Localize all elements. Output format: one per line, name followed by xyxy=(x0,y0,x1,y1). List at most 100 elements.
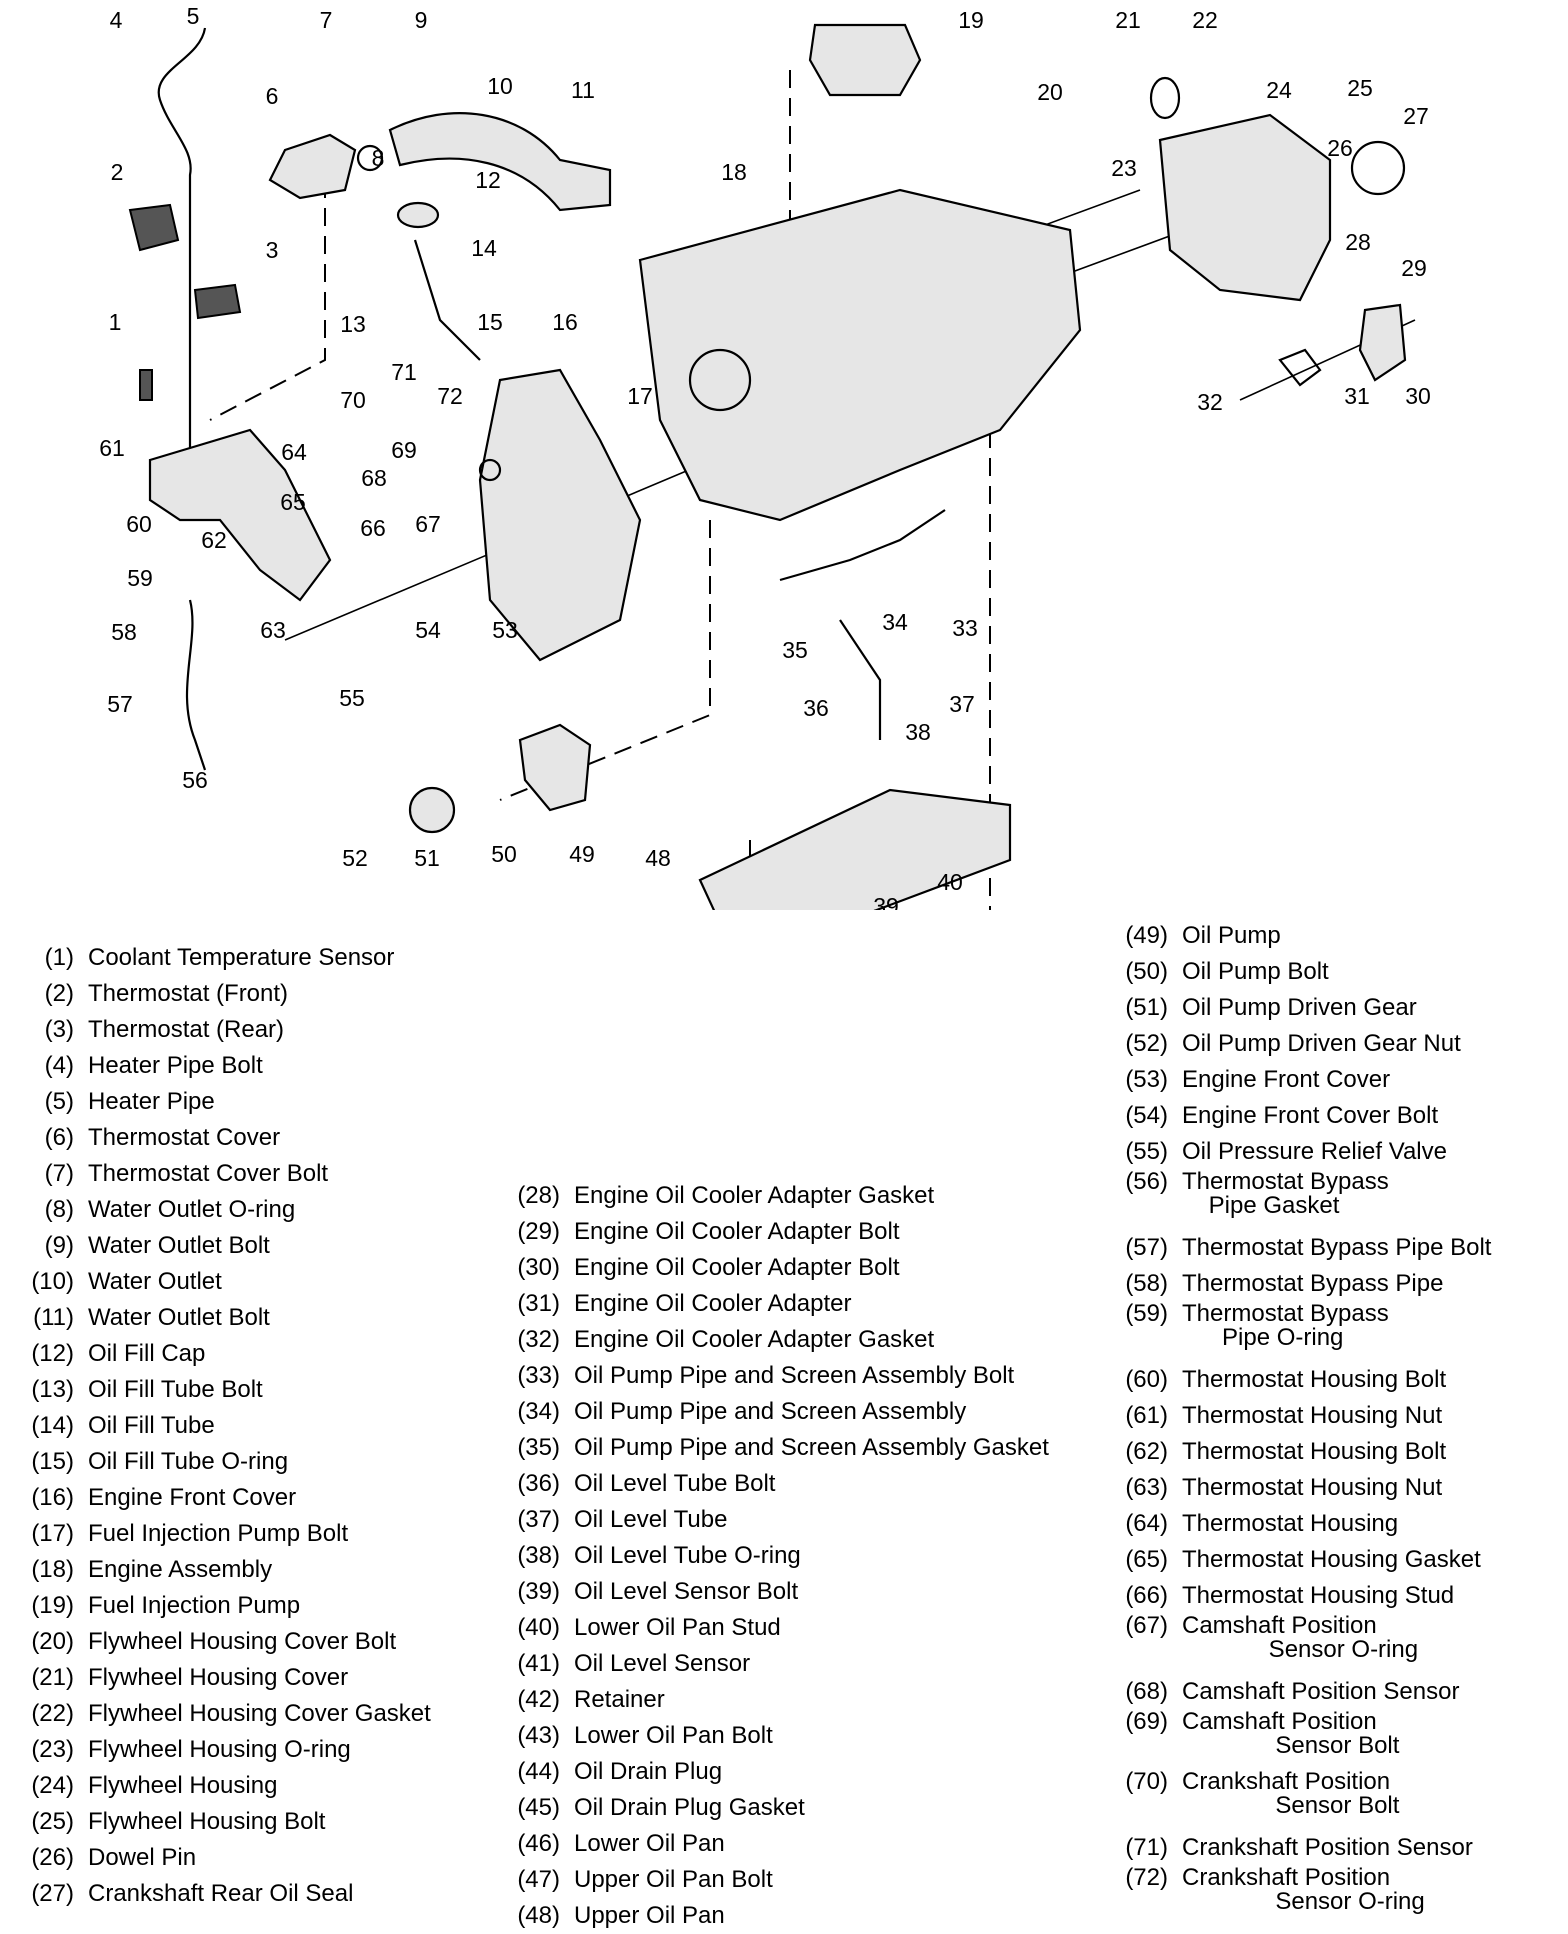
legend-item: (22)Flywheel Housing Cover Gasket xyxy=(14,1696,431,1732)
water-outlet xyxy=(388,112,612,212)
legend-item: (5)Heater Pipe xyxy=(14,1084,431,1120)
legend-item: (45)Oil Drain Plug Gasket xyxy=(502,1790,1049,1826)
legend-item: (53)Engine Front Cover xyxy=(1108,1062,1491,1098)
legend-item-number: (27) xyxy=(31,1880,74,1907)
legend-item: (3)Thermostat (Rear) xyxy=(14,1012,431,1048)
legend-item: (46)Lower Oil Pan xyxy=(502,1826,1049,1862)
callout-33: 33 xyxy=(952,615,978,641)
water-outlet-oring xyxy=(356,144,384,172)
legend-item-label: Camshaft Position Sensor O-ring xyxy=(1182,1612,1419,1663)
legend-item-number: (49) xyxy=(1125,922,1168,949)
legend-item-label: Engine Oil Cooler Adapter Bolt xyxy=(574,1254,900,1281)
legend-item-number: (7) xyxy=(44,1160,74,1187)
legend-item-label: Oil Level Tube O-ring xyxy=(574,1542,801,1569)
legend-item: (62)Thermostat Housing Bolt xyxy=(1108,1434,1491,1470)
legend-item-number: (48) xyxy=(517,1902,560,1929)
legend-item-number: (25) xyxy=(31,1808,74,1835)
callout-26: 26 xyxy=(1327,135,1353,161)
legend-item-label: Water Outlet O-ring xyxy=(88,1196,296,1223)
legend-item: (49) Oil Pump xyxy=(1108,918,1491,954)
legend-item: (15)Oil Fill Tube O-ring xyxy=(14,1444,431,1480)
callout-56: 56 xyxy=(182,767,208,793)
legend-item: (59) Thermostat Bypass Pipe O-ring xyxy=(1108,1302,1491,1350)
engine-front-cover xyxy=(478,368,642,662)
legend-item-number: (59) xyxy=(1125,1300,1168,1327)
callout-35: 35 xyxy=(782,637,808,663)
legend-item-label: Thermostat Housing Bolt xyxy=(1182,1438,1447,1465)
legend-item: (32)Engine Oil Cooler Adapter Gasket xyxy=(502,1322,1049,1358)
callout-67: 67 xyxy=(415,511,441,537)
legend-item: (7)Thermostat Cover Bolt xyxy=(14,1156,431,1192)
legend-item-label: Engine Front Cover Bolt xyxy=(1182,1102,1439,1129)
legend-item: (16)Engine Front Cover xyxy=(14,1480,431,1516)
legend-item-number: (4) xyxy=(44,1052,74,1079)
legend-item-label: Thermostat Housing Gasket xyxy=(1182,1546,1481,1573)
legend-item-number: (65) xyxy=(1125,1546,1168,1573)
engine-oil-cooler-adapter-gasket xyxy=(1278,348,1322,387)
callout-50: 50 xyxy=(491,841,517,867)
legend-item-number: (47) xyxy=(517,1866,560,1893)
legend-item-label: Oil Pressure Relief Valve xyxy=(1182,1138,1447,1165)
callout-27: 27 xyxy=(1403,103,1429,129)
legend-item-label: Heater Pipe xyxy=(88,1088,215,1115)
legend-item: (52)Oil Pump Driven Gear Nut xyxy=(1108,1026,1491,1062)
legend-item-number: (26) xyxy=(31,1844,74,1871)
callout-20: 20 xyxy=(1037,79,1063,105)
legend-item: (1)Coolant Temperature Sensor xyxy=(14,940,431,976)
legend-item-number: (9) xyxy=(44,1232,74,1259)
callout-39: 39 xyxy=(873,893,899,910)
legend-item-label: Oil Fill Tube Bolt xyxy=(88,1376,263,1403)
parts-legend-left: (1)Coolant Temperature Sensor (2) Thermost… xyxy=(14,940,431,1912)
legend-item-label: Oil Pump xyxy=(1182,922,1281,949)
callout-17: 17 xyxy=(627,383,653,409)
callout-14: 14 xyxy=(471,235,497,261)
legend-item-label: Thermostat Bypass Pipe O-ring xyxy=(1182,1300,1389,1351)
callout-4: 4 xyxy=(110,7,123,33)
legend-item: (26)Dowel Pin xyxy=(14,1840,431,1876)
legend-item-number: (2) xyxy=(44,980,74,1007)
legend-item: (41)Oil Level Sensor xyxy=(502,1646,1049,1682)
callout-2: 2 xyxy=(111,159,124,185)
callout-63: 63 xyxy=(260,617,286,643)
legend-item: (12)Oil Fill Cap xyxy=(14,1336,431,1372)
legend-item-label: Fuel Injection Pump Bolt xyxy=(88,1520,349,1547)
legend-item-label: Upper Oil Pan xyxy=(574,1902,725,1929)
callout-68: 68 xyxy=(361,465,387,491)
legend-item: (39)Oil Level Sensor Bolt xyxy=(502,1574,1049,1610)
legend-item-label: Heater Pipe Bolt xyxy=(88,1052,263,1079)
crankshaft-position-sensor xyxy=(478,458,502,482)
legend-item-number: (31) xyxy=(517,1290,560,1317)
legend-item-number: (6) xyxy=(44,1124,74,1151)
legend-item-label: Engine Oil Cooler Adapter xyxy=(574,1290,852,1317)
legend-item-number: (45) xyxy=(517,1794,560,1821)
legend-item-label: Oil Level Sensor xyxy=(574,1650,751,1677)
legend-item: (42)Retainer xyxy=(502,1682,1049,1718)
legend-item-label: Oil Level Tube xyxy=(574,1506,728,1533)
callout-29: 29 xyxy=(1401,255,1427,281)
legend-item: (31) Engine Oil Cooler Adapter xyxy=(502,1286,1049,1322)
legend-item: (44)Oil Drain Plug xyxy=(502,1754,1049,1790)
callout-57: 57 xyxy=(107,691,133,717)
legend-item: (57)Thermostat Bypass Pipe Bolt xyxy=(1108,1230,1491,1266)
oil-pump-pipe-screen xyxy=(779,509,946,582)
legend-item-number: (19) xyxy=(31,1592,74,1619)
legend-item-label: Thermostat Housing Nut xyxy=(1182,1474,1443,1501)
legend-item: (24)Flywheel Housing xyxy=(14,1768,431,1804)
callout-37: 37 xyxy=(949,691,975,717)
legend-item-number: (23) xyxy=(31,1736,74,1763)
legend-item-label: Oil Drain Plug xyxy=(574,1758,723,1785)
legend-item: (51)Oil Pump Driven Gear xyxy=(1108,990,1491,1026)
legend-item-number: (8) xyxy=(44,1196,74,1223)
crankshaft-rear-oil-seal xyxy=(1350,140,1406,196)
legend-item-label: Thermostat Cover xyxy=(88,1124,281,1151)
legend-item-number: (1) xyxy=(44,944,74,971)
legend-item: (38)Oil Level Tube O-ring xyxy=(502,1538,1049,1574)
legend-item-number: (67) xyxy=(1125,1612,1168,1639)
engine-oil-cooler-adapter xyxy=(1358,303,1407,382)
legend-item: (40)Lower Oil Pan Stud xyxy=(502,1610,1049,1646)
legend-item-label: Oil Pump Pipe and Screen Assembly Gasket xyxy=(574,1434,1049,1461)
legend-item-label: Oil Pump Driven Gear Nut xyxy=(1182,1030,1461,1057)
legend-item-label: Flywheel Housing O-ring xyxy=(88,1736,351,1763)
thermostat-bypass-pipe xyxy=(185,599,207,771)
